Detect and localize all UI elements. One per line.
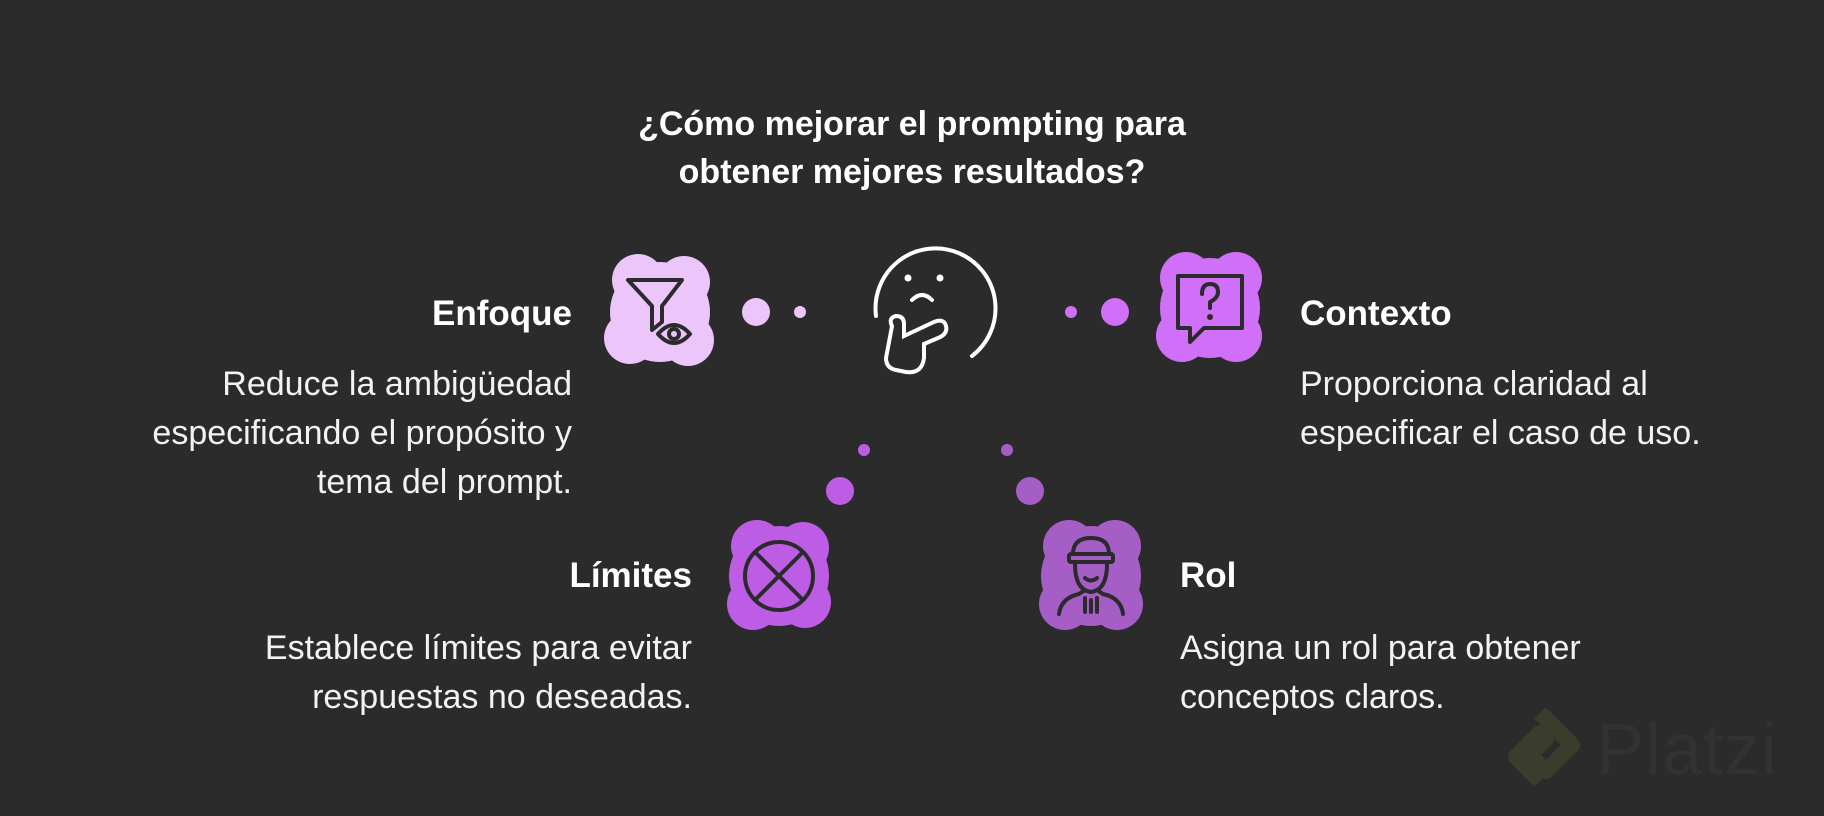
platzi-wordmark: Platzi — [1596, 710, 1779, 790]
enfoque-heading: Enfoque — [432, 294, 572, 333]
desc-line: Establece límites para evitar — [264, 629, 692, 667]
contexto-description: Proporciona claridad al especificar el c… — [1300, 360, 1701, 458]
connector-dot — [742, 298, 770, 326]
connector-dot — [1001, 444, 1013, 456]
question-bubble-icon — [1156, 252, 1262, 362]
title-line-2: obtener mejores resultados? — [678, 153, 1146, 191]
connector-dot — [794, 306, 806, 318]
contexto-heading: Contexto — [1300, 294, 1452, 333]
connector-dot — [1016, 477, 1044, 505]
connector-dot — [826, 477, 854, 505]
connector-dot — [1065, 306, 1077, 318]
rol-heading: Rol — [1180, 556, 1237, 595]
desc-line: conceptos claros. — [1180, 678, 1445, 716]
desc-line: Proporciona claridad al — [1300, 365, 1648, 403]
rol-icon-blob — [1029, 514, 1153, 638]
connector-dot — [858, 444, 870, 456]
circle-x-icon — [727, 520, 831, 630]
desc-line: tema del prompt. — [316, 463, 572, 501]
enfoque-icon-blob — [598, 250, 722, 374]
filter-eye-icon — [604, 254, 714, 366]
person-hat-icon — [1039, 520, 1143, 630]
thinking-face-icon — [873, 246, 998, 375]
contexto-icon-blob — [1148, 246, 1272, 370]
desc-line: especificar el caso de uso. — [1300, 414, 1701, 452]
enfoque-description: Reduce la ambigüedad especificando el pr… — [152, 360, 572, 507]
diagram-title: ¿Cómo mejorar el prompting para obtener … — [0, 100, 1824, 196]
platzi-logo-icon — [1508, 707, 1580, 787]
limites-description: Establece límites para evitar respuestas… — [265, 624, 692, 722]
rol-description: Asigna un rol para obtener conceptos cla… — [1180, 624, 1581, 722]
connector-dot — [1101, 298, 1129, 326]
limites-heading: Límites — [569, 556, 692, 595]
desc-line: especificando el propósito y — [152, 414, 572, 452]
desc-line: Reduce la ambigüedad — [222, 365, 572, 403]
desc-line: respuestas no deseadas. — [312, 678, 692, 716]
desc-line: Asigna un rol para obtener — [1180, 629, 1581, 667]
platzi-watermark: Platzi — [1500, 705, 1778, 795]
title-line-1: ¿Cómo mejorar el prompting para — [638, 105, 1186, 143]
limites-icon-blob — [717, 514, 841, 638]
